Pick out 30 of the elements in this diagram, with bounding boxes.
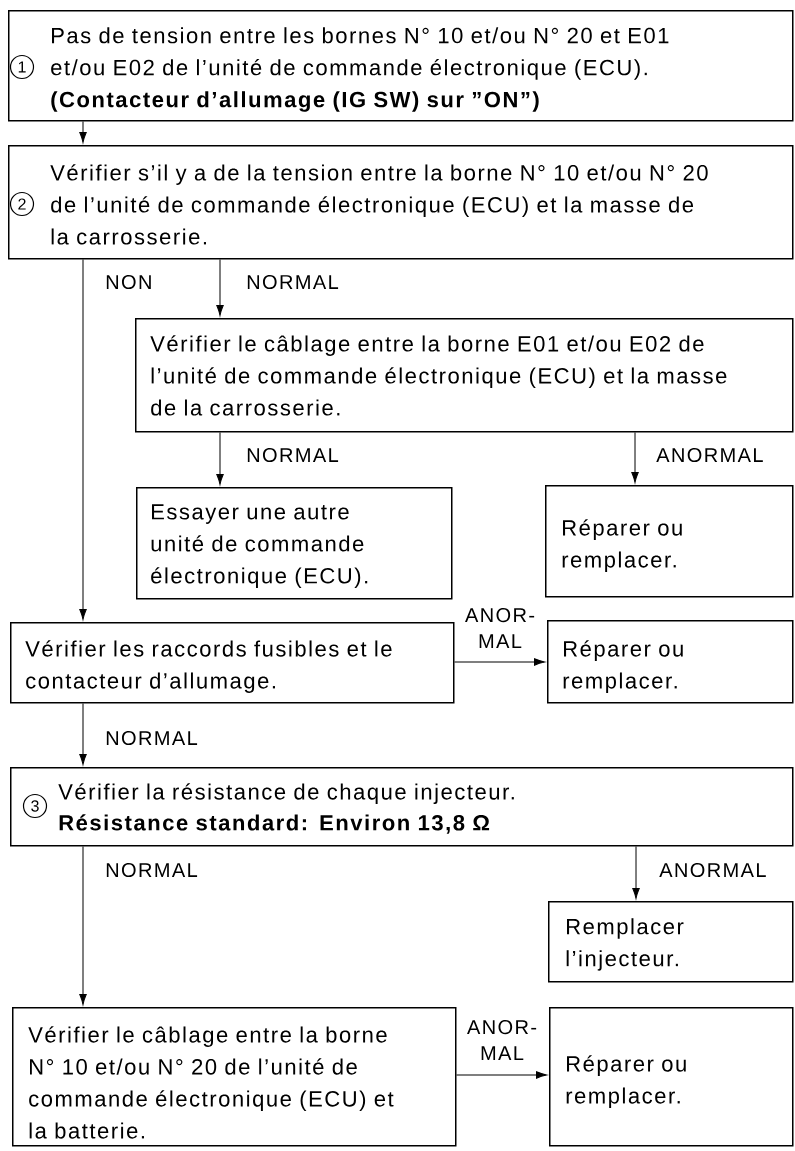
edge-label: ANOR- MAL xyxy=(456,607,544,649)
edge-label: NON xyxy=(104,273,154,291)
step-number: 3 xyxy=(22,793,48,819)
arrow xyxy=(456,1071,547,1079)
edge-label: NORMAL xyxy=(104,729,199,747)
process-box: Réparer ou remplacer. xyxy=(545,485,794,598)
process-box: Vérifier les raccords fusibles et le contacteur d’allumage. xyxy=(10,622,455,704)
arrow xyxy=(79,846,87,1006)
process-box: Réparer ou remplacer. xyxy=(549,1007,794,1147)
edge-label: ANORMAL xyxy=(658,861,768,879)
arrow xyxy=(631,432,639,483)
edge-label: NORMAL xyxy=(245,446,340,464)
edge-label: ANORMAL xyxy=(655,446,765,464)
edge-label: NORMAL xyxy=(104,861,199,879)
process-box: Essayer une autre unité de commande électronique (ECU). xyxy=(136,487,453,600)
arrow xyxy=(79,121,87,143)
edge-label: ANOR- MAL xyxy=(458,1019,546,1061)
arrow xyxy=(216,432,224,485)
edge-label: NORMAL xyxy=(245,273,340,291)
arrow xyxy=(79,259,87,620)
step-number: 2 xyxy=(9,191,35,217)
arrow xyxy=(632,846,640,899)
process-box: Réparer ou remplacer. xyxy=(547,620,794,704)
process-box: Remplacer l’injecteur. xyxy=(548,901,794,983)
arrow xyxy=(79,703,87,765)
arrow xyxy=(216,259,224,316)
arrow xyxy=(454,658,545,666)
process-box: Vérifier le câblage entre la borne E01 et/ou E02 de l’unité de commande électronique (ECU) et la masse de la carrosserie. xyxy=(135,318,794,433)
step-number: 1 xyxy=(9,54,35,80)
process-box: Vérifier le câblage entre la borne N° 10 et/ou N° 20 de l’unité de commande électronique (ECU) et la batterie. xyxy=(12,1007,457,1147)
